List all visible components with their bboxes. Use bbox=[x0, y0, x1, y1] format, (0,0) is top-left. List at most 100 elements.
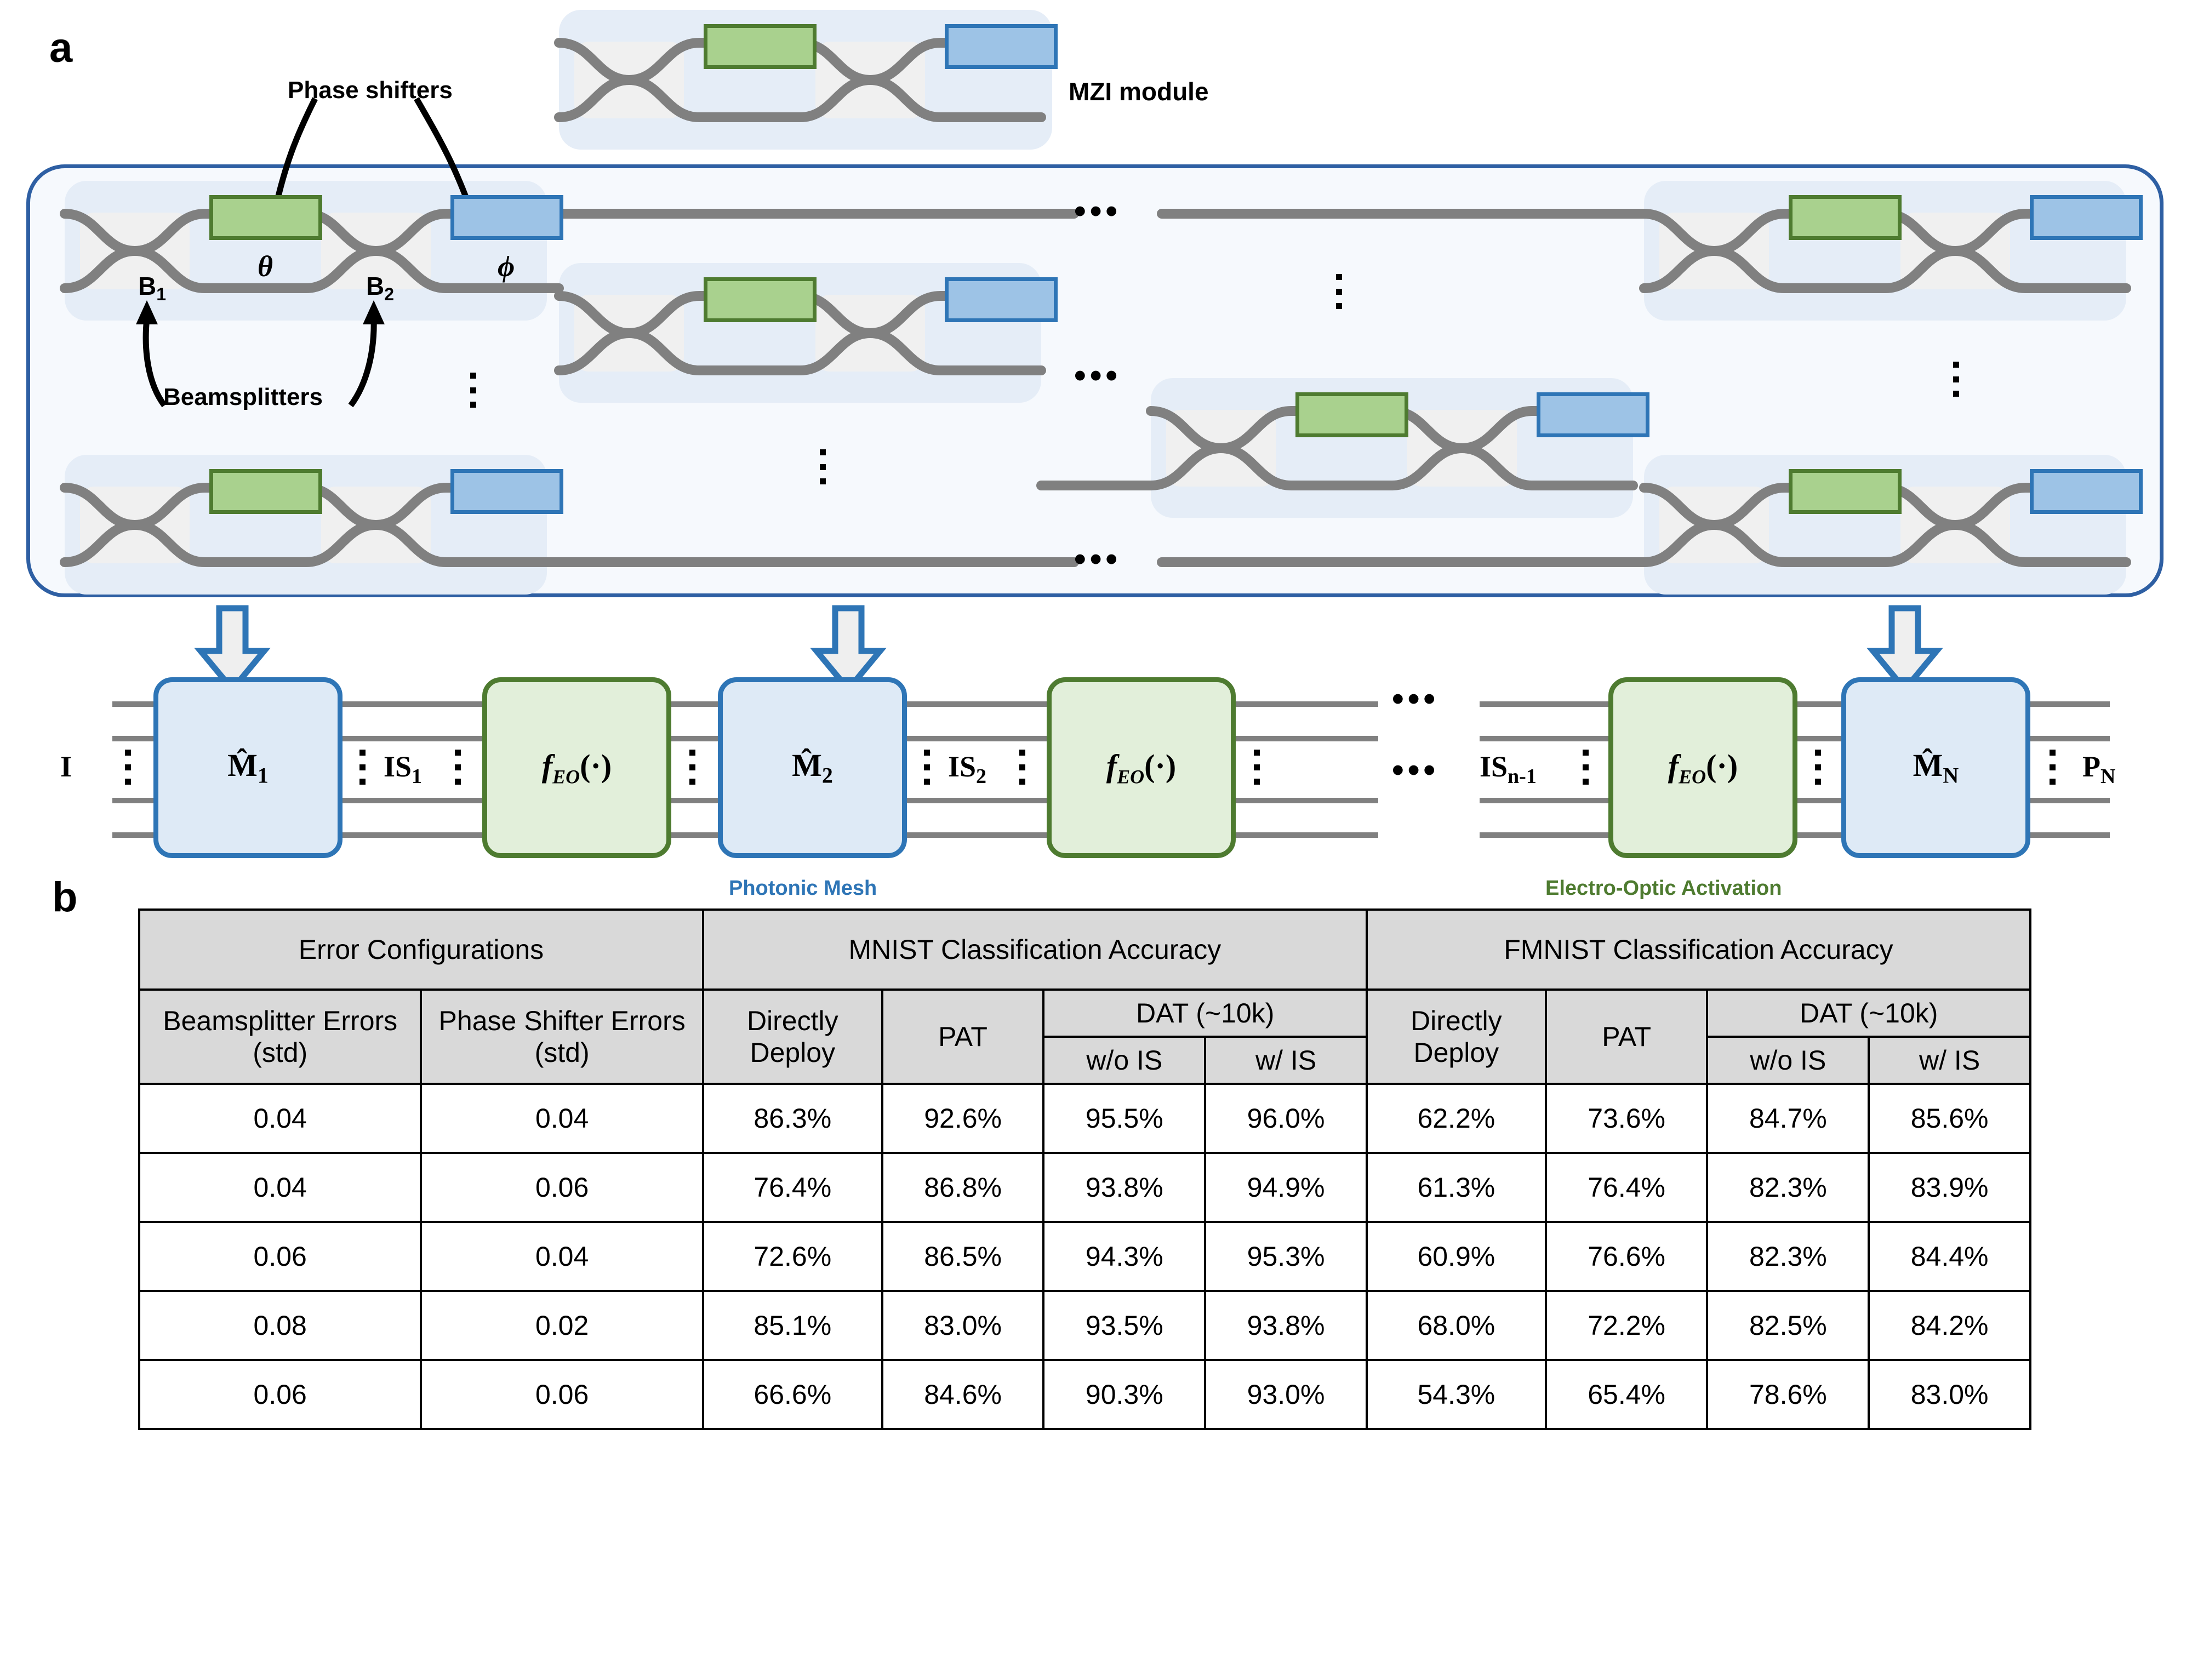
beamsplitter-b1-label: B1 bbox=[138, 272, 167, 305]
cell-fmnist-dat-wo-is: 82.5% bbox=[1706, 1290, 1870, 1361]
cell-fmnist-dat-w-is: 84.2% bbox=[1868, 1290, 2031, 1361]
cell-mnist-dat-wo-is: 95.5% bbox=[1042, 1083, 1207, 1154]
header-mnist-w-is: w/ IS bbox=[1204, 1036, 1368, 1085]
cell-fmnist-dat-w-is: 84.4% bbox=[1868, 1221, 2031, 1292]
header-fmnist-dat: DAT (~10k) bbox=[1706, 988, 2031, 1038]
vertical-ellipsis bbox=[820, 449, 826, 484]
header-mnist-dat: DAT (~10k) bbox=[1042, 988, 1368, 1038]
vertical-ellipsis bbox=[470, 373, 476, 408]
header-phase-shifter-errors: Phase Shifter Errors (std) bbox=[420, 988, 704, 1085]
cell-fmnist-pat: 72.2% bbox=[1544, 1290, 1709, 1361]
cell-mnist-dat-w-is: 94.9% bbox=[1204, 1152, 1368, 1223]
cell-mnist-dat-wo-is: 94.3% bbox=[1042, 1221, 1207, 1292]
cell-fmnist-dat-wo-is: 78.6% bbox=[1706, 1359, 1870, 1430]
cell-fmnist-dat-w-is: 85.6% bbox=[1868, 1083, 2031, 1154]
phase-shifter-blue bbox=[2030, 195, 2143, 240]
activation-node-2[interactable]: fEO(·) bbox=[1047, 677, 1236, 858]
vertical-ellipsis bbox=[924, 750, 930, 785]
vertical-ellipsis bbox=[455, 750, 461, 785]
cell-mnist-directly-deploy: 76.4% bbox=[701, 1152, 883, 1223]
activation-node-last[interactable]: fEO(·) bbox=[1608, 677, 1797, 858]
chain-input-label: I bbox=[60, 750, 72, 783]
phase-shifter-blue bbox=[450, 469, 563, 514]
cell-phase-shifter-error: 0.06 bbox=[420, 1152, 704, 1223]
cell-mnist-dat-wo-is: 93.5% bbox=[1042, 1290, 1207, 1361]
mesh-node-m2[interactable]: M̂2 bbox=[718, 677, 907, 858]
cell-fmnist-directly-deploy: 60.9% bbox=[1365, 1221, 1547, 1292]
vertical-ellipsis bbox=[1583, 750, 1589, 785]
mzi-module-label: MZI module bbox=[1069, 77, 1209, 106]
header-fmnist-w-is: w/ IS bbox=[1868, 1036, 2031, 1085]
header-beamsplitter-errors: Beamsplitter Errors (std) bbox=[138, 988, 423, 1085]
cell-phase-shifter-error: 0.02 bbox=[420, 1290, 704, 1361]
phase-shifter-blue bbox=[945, 277, 1058, 322]
cell-fmnist-dat-w-is: 83.9% bbox=[1868, 1152, 2031, 1223]
vertical-ellipsis bbox=[1254, 750, 1260, 785]
phase-shifter-blue bbox=[2030, 469, 2143, 514]
cell-phase-shifter-error: 0.04 bbox=[420, 1083, 704, 1154]
cell-fmnist-dat-wo-is: 82.3% bbox=[1706, 1152, 1870, 1223]
header-fmnist-directly-deploy: Directly Deploy bbox=[1365, 988, 1547, 1085]
cell-mnist-pat: 92.6% bbox=[881, 1083, 1045, 1154]
cell-fmnist-pat: 76.4% bbox=[1544, 1152, 1709, 1223]
phase-shifter-green bbox=[704, 277, 817, 322]
horizontal-ellipsis: ••• bbox=[1074, 357, 1122, 395]
cell-mnist-dat-wo-is: 93.8% bbox=[1042, 1152, 1207, 1223]
activation-node-1[interactable]: fEO(·) bbox=[482, 677, 671, 858]
phase-shifter-green bbox=[1789, 195, 1902, 240]
phase-shifter-phi bbox=[450, 195, 563, 240]
cell-mnist-dat-w-is: 93.8% bbox=[1204, 1290, 1368, 1361]
cell-mnist-pat: 86.5% bbox=[881, 1221, 1045, 1292]
mesh-node-label: M̂2 bbox=[792, 747, 833, 788]
beamsplitters-annotation: Beamsplitters bbox=[163, 384, 323, 410]
phase-shifter-theta-legend bbox=[704, 24, 817, 69]
phase-shifter-blue bbox=[1537, 392, 1649, 437]
cell-fmnist-pat: 73.6% bbox=[1544, 1083, 1709, 1154]
cell-beamsplitter-error: 0.08 bbox=[138, 1290, 423, 1361]
panel-a: a bbox=[26, 10, 2164, 900]
header-error-configurations: Error Configurations bbox=[138, 908, 704, 991]
cell-beamsplitter-error: 0.06 bbox=[138, 1221, 423, 1292]
cell-fmnist-directly-deploy: 62.2% bbox=[1365, 1083, 1547, 1154]
activation-node-label: fEO(·) bbox=[1668, 747, 1738, 788]
cell-mnist-directly-deploy: 72.6% bbox=[701, 1221, 883, 1292]
cell-fmnist-pat: 65.4% bbox=[1544, 1359, 1709, 1430]
chain-output-label: PN bbox=[2082, 750, 2116, 788]
cell-beamsplitter-error: 0.04 bbox=[138, 1152, 423, 1223]
table-sub-header-row-2: w/o IS w/ IS w/o IS w/ IS bbox=[139, 1036, 2031, 1085]
cell-phase-shifter-error: 0.06 bbox=[420, 1359, 704, 1430]
phase-shifter-green bbox=[1295, 392, 1408, 437]
vertical-ellipsis bbox=[1815, 750, 1821, 785]
header-mnist-pat: PAT bbox=[881, 988, 1045, 1085]
cell-mnist-dat-wo-is: 90.3% bbox=[1042, 1359, 1207, 1430]
cell-mnist-dat-w-is: 95.3% bbox=[1204, 1221, 1368, 1292]
theta-symbol: θ bbox=[258, 250, 273, 283]
electro-optic-caption: Electro-Optic Activation bbox=[1545, 877, 1782, 900]
phase-shifter-theta bbox=[209, 195, 322, 240]
phase-shifters-annotation: Phase shifters bbox=[288, 77, 453, 104]
mesh-node-m1[interactable]: M̂1 bbox=[153, 677, 342, 858]
cell-mnist-pat: 83.0% bbox=[881, 1290, 1045, 1361]
header-mnist-accuracy: MNIST Classification Accuracy bbox=[701, 908, 1368, 991]
activation-node-label: fEO(·) bbox=[541, 747, 612, 788]
cell-fmnist-directly-deploy: 61.3% bbox=[1365, 1152, 1547, 1223]
cell-fmnist-dat-wo-is: 82.3% bbox=[1706, 1221, 1870, 1292]
horizontal-ellipsis: ••• bbox=[1074, 192, 1122, 230]
vertical-ellipsis bbox=[1019, 750, 1025, 785]
panel-label-a: a bbox=[49, 25, 73, 71]
cell-mnist-pat: 86.8% bbox=[881, 1152, 1045, 1223]
panel-label-b: b bbox=[52, 874, 78, 921]
mesh-node-mn[interactable]: M̂N bbox=[1841, 677, 2030, 858]
mesh-node-label: M̂N bbox=[1913, 747, 1959, 788]
photonic-mesh-caption: Photonic Mesh bbox=[729, 877, 877, 900]
cell-fmnist-dat-w-is: 83.0% bbox=[1868, 1359, 2031, 1430]
cell-beamsplitter-error: 0.06 bbox=[138, 1359, 423, 1430]
activation-node-label: fEO(·) bbox=[1106, 747, 1177, 788]
phase-shifter-phi-legend bbox=[945, 24, 1058, 69]
cell-fmnist-directly-deploy: 54.3% bbox=[1365, 1359, 1547, 1430]
vertical-ellipsis bbox=[2050, 750, 2056, 785]
vertical-ellipsis bbox=[1953, 362, 1959, 397]
cell-mnist-pat: 84.6% bbox=[881, 1359, 1045, 1430]
